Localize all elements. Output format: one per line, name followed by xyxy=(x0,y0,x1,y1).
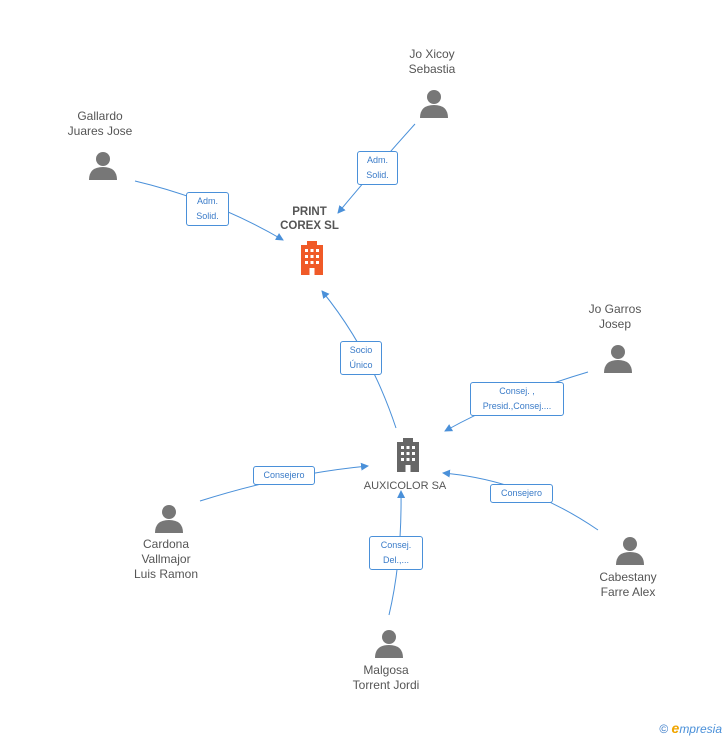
relation-line: Consej. , xyxy=(499,386,535,396)
relation-box-malgosa[interactable]: Consej. Del.,... xyxy=(369,536,423,570)
building-icon[interactable] xyxy=(297,241,327,275)
person-label-cardona[interactable]: Cardona Vallmajor Luis Ramon xyxy=(106,537,226,582)
relation-box-xicoy[interactable]: Adm. Solid. xyxy=(357,151,398,185)
company-main-label[interactable]: PRINT COREX SL xyxy=(262,205,357,233)
person-name-line: Torrent Jordi xyxy=(352,678,420,692)
relation-line: Consej. xyxy=(380,540,412,550)
relation-box-gallardo[interactable]: Adm. Solid. xyxy=(186,192,229,226)
person-name-line: Cabestany xyxy=(599,570,657,584)
person-icon[interactable] xyxy=(374,628,404,658)
person-icon[interactable] xyxy=(154,503,184,533)
relation-line: Socio xyxy=(349,345,373,355)
person-name-line: Luis Ramon xyxy=(133,567,199,581)
person-label-malgosa[interactable]: Malgosa Torrent Jordi xyxy=(326,663,446,693)
person-name-line: Vallmajor xyxy=(141,552,191,566)
relation-line: Adm. xyxy=(366,155,388,165)
footer-brand[interactable]: © empresia xyxy=(659,720,722,736)
brand-name: mpresia xyxy=(679,722,722,736)
relation-line: Adm. xyxy=(196,196,218,206)
person-name-line: Juares Jose xyxy=(67,124,133,138)
relation-box-garros[interactable]: Consej. , Presid.,Consej.... xyxy=(470,382,564,416)
building-icon[interactable] xyxy=(393,438,423,472)
person-label-cabestany[interactable]: Cabestany Farre Alex xyxy=(568,570,688,600)
relation-line: Único xyxy=(349,360,373,370)
company-main-line2: COREX SL xyxy=(280,220,339,232)
relation-line: Solid. xyxy=(196,211,219,221)
relation-box-cabestany[interactable]: Consejero xyxy=(490,484,553,503)
person-name-line: Malgosa xyxy=(363,663,409,677)
person-name-line: Jo Xicoy xyxy=(409,47,455,61)
person-name-line: Farre Alex xyxy=(600,585,656,599)
relation-box-socio[interactable]: Socio Único xyxy=(340,341,382,375)
person-label-jo-garros[interactable]: Jo Garros Josep xyxy=(555,302,675,332)
person-name-line: Josep xyxy=(598,317,632,331)
relation-line: Consejero xyxy=(263,470,305,480)
person-name-line: Jo Garros xyxy=(588,302,642,316)
person-icon[interactable] xyxy=(419,88,449,118)
relation-line: Presid.,Consej.... xyxy=(482,401,552,411)
copyright-icon: © xyxy=(659,722,669,736)
brand-e-icon: e xyxy=(671,720,680,736)
person-icon[interactable] xyxy=(615,535,645,565)
person-label-gallardo[interactable]: Gallardo Juares Jose xyxy=(40,109,160,139)
relation-line: Solid. xyxy=(366,170,389,180)
person-icon[interactable] xyxy=(603,343,633,373)
company-main-line1: PRINT xyxy=(292,206,327,218)
person-name-line: Cardona xyxy=(142,537,190,551)
person-icon[interactable] xyxy=(88,150,118,180)
relation-line: Consejero xyxy=(500,488,543,498)
person-name-line: Gallardo xyxy=(77,109,123,123)
person-label-jo-xicoy[interactable]: Jo Xicoy Sebastia xyxy=(372,47,492,77)
person-name-line: Sebastia xyxy=(408,62,456,76)
relation-line: Del.,... xyxy=(382,555,409,565)
company-secondary-label[interactable]: AUXICOLOR SA xyxy=(363,480,447,492)
relation-box-cardona[interactable]: Consejero xyxy=(253,466,315,485)
